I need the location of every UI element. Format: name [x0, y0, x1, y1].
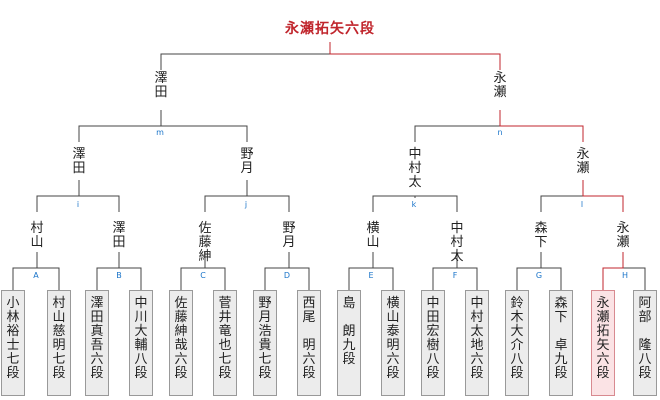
quarterfinal-name-nagase: 永 瀬 — [576, 147, 590, 176]
round1-line-c — [180, 252, 226, 290]
round1-line-g — [516, 252, 562, 290]
player-card-sato: 佐 藤 紳 哉 六 段 — [169, 290, 193, 396]
quarterfinal-name-nozuki: 野 月 — [240, 147, 254, 176]
bracket-lines-normal — [12, 42, 646, 290]
player-card-shima: 島 朗 九 段 — [337, 290, 361, 396]
match-label-f: F — [452, 271, 458, 280]
match-label-e: E — [368, 271, 374, 280]
round2-name-nakamura: 中 村 太 — [450, 221, 464, 264]
player-name: 菅 井 竜 也 七 段 — [218, 296, 232, 381]
match-label-d: D — [283, 271, 291, 280]
match-label-i: i — [76, 200, 80, 209]
player-name: 森 下 卓 九 段 — [554, 296, 568, 381]
player-card-murayama: 村 山 慈 明 七 段 — [47, 290, 71, 396]
player-card-nagase-champion: 永 瀬 拓 矢 六 段 — [591, 290, 615, 396]
quarterfinal-line-j — [204, 180, 290, 212]
match-label-k: k — [411, 200, 417, 209]
winner-path-quarterfinal — [582, 180, 624, 212]
round2-name-nozuki: 野 月 — [282, 221, 296, 250]
player-name: 中 川 大 輔 八 段 — [134, 296, 148, 381]
quarterfinal-line-i — [36, 180, 120, 212]
round1-line-d — [264, 252, 310, 290]
winner-path-round1 — [602, 252, 624, 290]
player-card-nozuki: 野 月 浩 貴 七 段 — [253, 290, 277, 396]
player-card-kobayashi: 小 林 裕 士 七 段 — [1, 290, 25, 396]
player-card-abe: 阿 部 隆 八 段 — [633, 290, 657, 396]
round2-name-murayama: 村 山 — [30, 221, 44, 250]
player-name: 阿 部 隆 八 段 — [638, 296, 652, 381]
player-name: 中 村 太 地 六 段 — [470, 296, 484, 381]
round2-name-sato: 佐 藤 紳 — [198, 221, 212, 264]
match-label-g: G — [535, 271, 543, 280]
match-label-j: j — [244, 200, 248, 209]
round1-line-f — [432, 252, 478, 290]
round2-name-nagase: 永 瀬 — [616, 221, 630, 250]
player-card-morishita: 森 下 卓 九 段 — [549, 290, 573, 396]
player-name: 中 田 宏 樹 八 段 — [426, 296, 440, 381]
champion-title: 永瀬拓矢六段 — [285, 21, 375, 37]
round2-name-sawada: 澤 田 — [112, 221, 126, 250]
player-name: 島 朗 九 段 — [342, 296, 356, 367]
quarterfinal-name-nakamura: 中 村 太 — [408, 147, 422, 190]
round1-line-b — [96, 252, 142, 290]
round1-line-h-right — [623, 267, 646, 290]
semifinal-name-left: 澤 田 — [154, 71, 168, 100]
player-card-yokoyama: 横 山 泰 明 六 段 — [381, 290, 405, 396]
player-card-nakamura: 中 村 太 地 六 段 — [465, 290, 489, 396]
winner-path-semifinal — [499, 110, 584, 142]
round1-line-a — [12, 252, 60, 290]
round2-name-morishita: 森 下 — [534, 221, 548, 250]
player-card-sawada: 澤 田 真 吾 六 段 — [85, 290, 109, 396]
player-name: 鈴 木 大 介 八 段 — [510, 296, 524, 381]
winner-path-final — [329, 42, 501, 70]
quarterfinal-name-sawada: 澤 田 — [72, 147, 86, 176]
round1-line-e — [348, 252, 394, 290]
player-card-nishio: 西 尾 明 六 段 — [297, 290, 321, 396]
player-name: 澤 田 真 吾 六 段 — [90, 296, 104, 381]
player-name: 佐 藤 紳 哉 六 段 — [174, 296, 188, 381]
player-name: 永 瀬 拓 矢 六 段 — [596, 296, 610, 381]
quarterfinal-line-k — [372, 195, 458, 212]
final-line-left — [160, 42, 331, 70]
match-label-a: A — [33, 271, 39, 280]
match-label-c: C — [200, 271, 206, 280]
player-name: 西 尾 明 六 段 — [302, 296, 316, 381]
player-name: 横 山 泰 明 六 段 — [386, 296, 400, 381]
player-name: 野 月 浩 貴 七 段 — [258, 296, 272, 381]
player-card-sugai: 菅 井 竜 也 七 段 — [213, 290, 237, 396]
semifinal-name-right: 永 瀬 — [493, 71, 507, 100]
quarterfinal-line-l-left — [540, 195, 583, 212]
semifinal-line-n-left — [414, 125, 500, 142]
player-card-nakata: 中 田 宏 樹 八 段 — [421, 290, 445, 396]
match-label-b: B — [116, 271, 122, 280]
player-card-nakagawa: 中 川 大 輔 八 段 — [129, 290, 153, 396]
player-card-suzuki: 鈴 木 大 介 八 段 — [505, 290, 529, 396]
bracket-lines-winner — [329, 42, 624, 290]
match-label-l: l — [580, 200, 584, 209]
player-name: 村 山 慈 明 七 段 — [52, 296, 66, 381]
semifinal-line-m — [78, 110, 248, 142]
match-label-m: m — [156, 128, 164, 137]
match-label-n: n — [497, 128, 503, 137]
match-label-h: H — [621, 271, 628, 280]
player-name: 小 林 裕 士 七 段 — [6, 296, 20, 381]
round2-name-yokoyama: 横 山 — [366, 221, 380, 250]
